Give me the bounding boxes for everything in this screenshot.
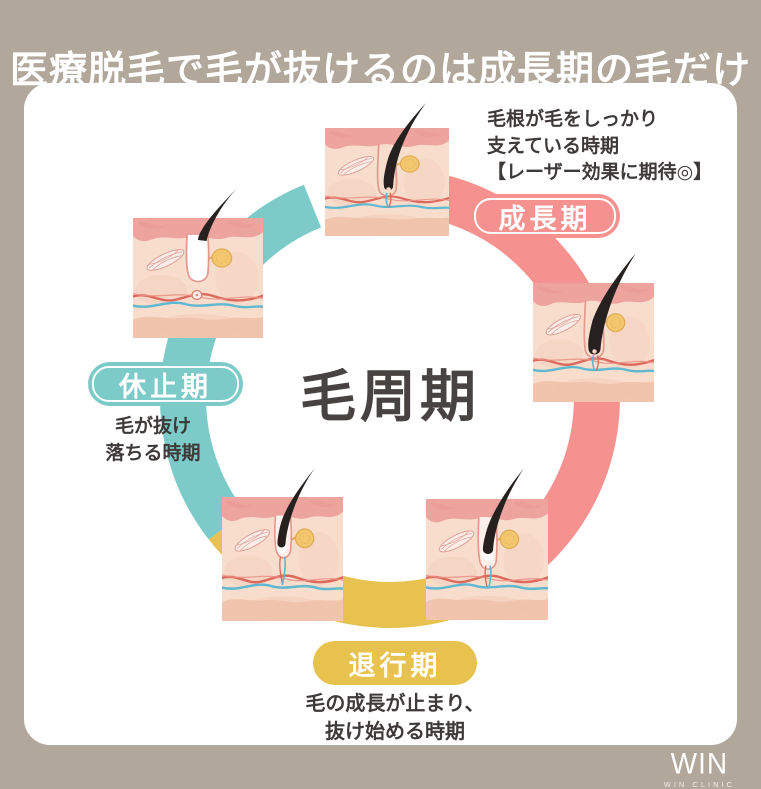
follicle-illustration-regression	[426, 468, 548, 620]
growth-phase-label: 成長期	[470, 194, 620, 238]
follicle-illustration-growth	[533, 253, 654, 402]
follicle-illustration-telogen	[133, 188, 263, 338]
clinic-logo: WIN WIN CLINIC	[663, 747, 735, 789]
follicle-illustration-regression-late	[222, 468, 343, 621]
center-label: 毛周期	[300, 365, 480, 428]
telogen-phase-label: 休止期	[88, 362, 243, 406]
clinic-logo-wordmark: WIN	[670, 747, 729, 780]
growth-phase-description: 毛根が毛をしっかり 支えている時期 【レーザー効果に期待◎】	[487, 109, 713, 184]
follicle-illustration-growth-early	[325, 102, 449, 236]
regression-phase-label-text: 退行期	[348, 650, 442, 681]
telogen-phase-label-text: 休止期	[119, 371, 212, 402]
regression-phase-label: 退行期	[313, 641, 477, 685]
regression-phase-description: 毛の成長が止まり、 抜け始める時期	[305, 693, 485, 743]
clinic-logo-subtext: WIN CLINIC	[663, 780, 735, 789]
telogen-phase-description: 毛が抜け 落ちる時期	[105, 416, 201, 464]
growth-phase-label-text: 成長期	[498, 203, 592, 234]
telogen-phase-arc	[160, 184, 322, 540]
